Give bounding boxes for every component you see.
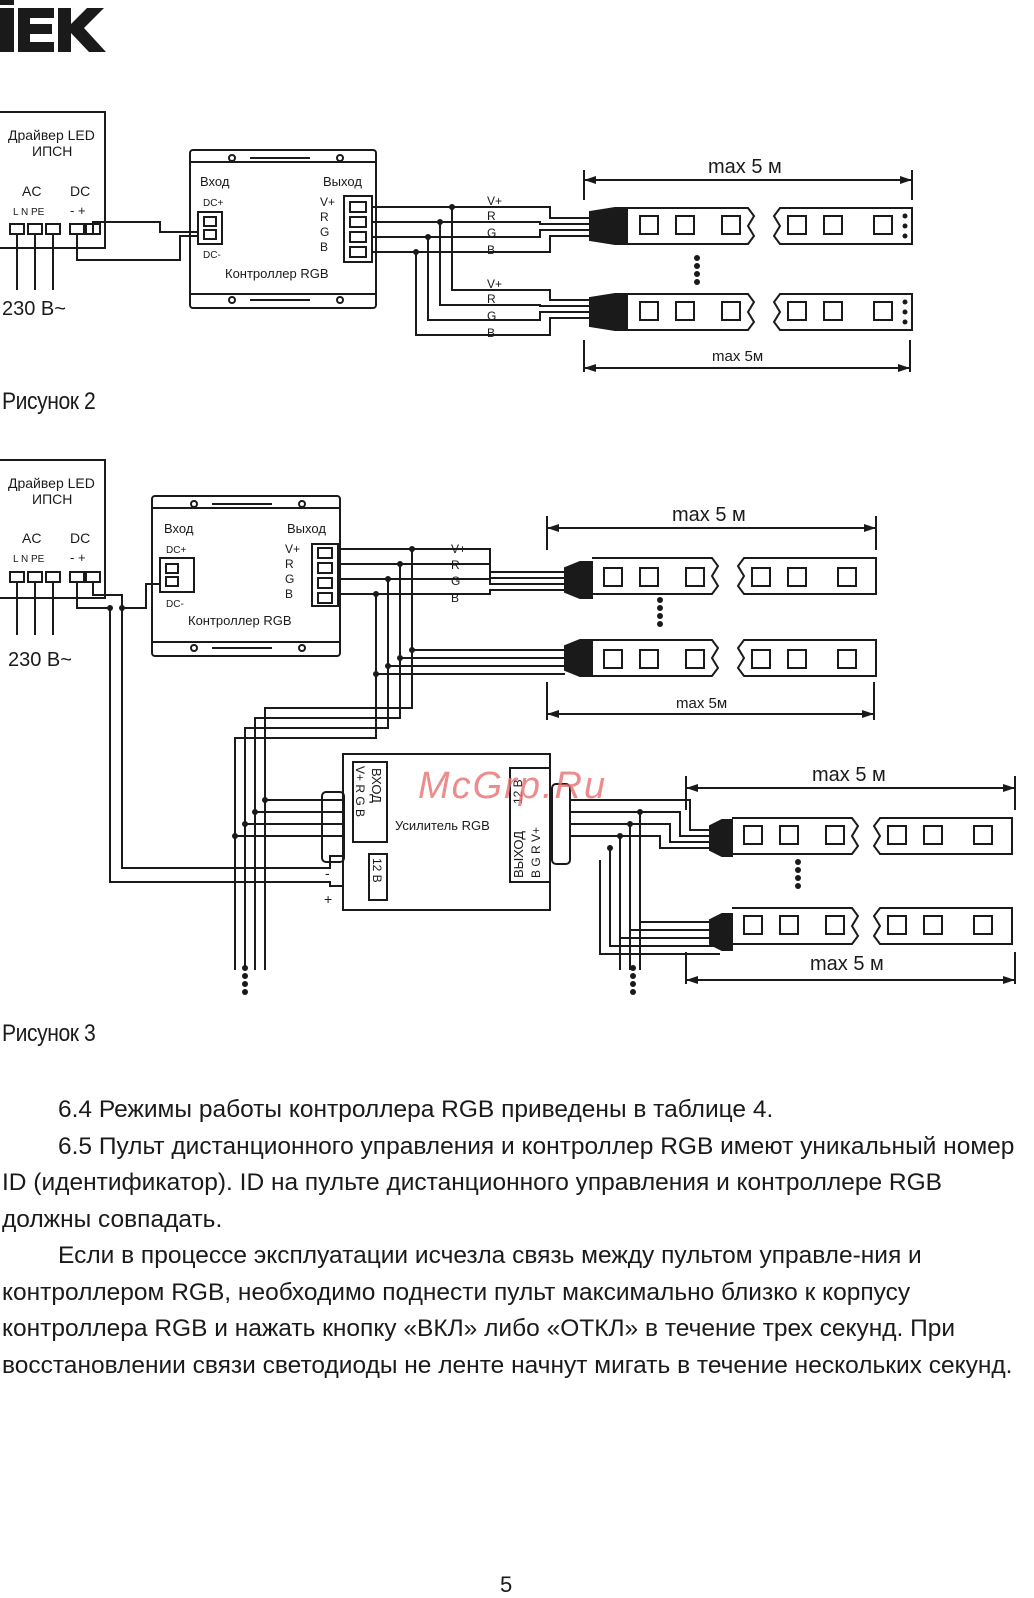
amplifier-output-pins: B G R V+ <box>529 827 543 878</box>
body-text: 6.4 Режимы работы контроллера RGB привед… <box>2 1092 1027 1384</box>
wire-r: R <box>487 209 496 223</box>
figure-2-wiring-diagram: Драйвер LED ИПСН AC DC L N PE - + 230 В~… <box>0 100 1034 380</box>
length-2: max 5м <box>676 695 727 712</box>
controller-input-label: Вход <box>164 521 194 536</box>
dc-plus: DC+ <box>166 545 186 556</box>
wire-vplus: V+ <box>487 194 502 208</box>
driver-subtitle: ИПСН <box>32 143 72 159</box>
amplifier-input-label: ВХОД <box>369 768 384 803</box>
pin-r: R <box>320 210 329 224</box>
wire-g: G <box>451 574 460 588</box>
dc-polarity: - + <box>70 550 86 565</box>
controller-input-label: Вход <box>200 174 230 189</box>
pin-g: G <box>320 225 329 239</box>
wire-b: B <box>451 591 459 605</box>
driver-subtitle: ИПСН <box>32 491 72 507</box>
pin-r: R <box>285 557 294 571</box>
controller-name: Контроллер RGB <box>188 613 292 628</box>
pin-vplus: V+ <box>320 195 335 209</box>
plus-sign: + <box>324 891 332 907</box>
paragraph-6-5: 6.5 Пульт дистанционного управления и ко… <box>2 1132 1015 1233</box>
page-number: 5 <box>500 1572 513 1597</box>
wire2-b: B <box>487 326 495 340</box>
dc-label: DC <box>70 183 90 199</box>
pin-g: G <box>285 572 294 586</box>
dc-label: DC <box>70 530 90 546</box>
figure-3-caption: Рисунок 3 <box>2 1020 96 1047</box>
amplifier-power-input: 12 В <box>370 858 384 883</box>
wire-r: R <box>451 558 460 572</box>
pin-b: B <box>320 240 328 254</box>
figure-2-caption: Рисунок 2 <box>2 388 96 415</box>
wire2-r: R <box>487 292 496 306</box>
wire2-vplus: V+ <box>487 277 502 291</box>
controller-output-label: Выход <box>287 521 326 536</box>
controller-name: Контроллер RGB <box>225 266 329 281</box>
watermark: McGrp.Ru <box>418 765 608 807</box>
amplifier-power-output: 12 В <box>511 779 525 804</box>
figure-3-wiring-diagram: Драйвер LED ИПСН AC DC L N PE - + 230 В~… <box>0 450 1034 1010</box>
pin-vplus: V+ <box>285 542 300 556</box>
dc-minus: DC- <box>166 599 184 610</box>
ac-label: AC <box>22 183 41 199</box>
length-bottom: max 5м <box>712 348 763 365</box>
paragraph-connection: Если в процессе эксплуатации исчезла свя… <box>2 1242 1013 1379</box>
amplifier-output-label: ВЫХОД <box>511 831 526 878</box>
mains-voltage: 230 В~ <box>2 298 66 320</box>
length-1: max 5 м <box>672 504 746 526</box>
wire2-g: G <box>487 309 496 323</box>
length-top: max 5 м <box>708 156 782 178</box>
dc-polarity: - + <box>70 203 86 218</box>
ac-label: AC <box>22 530 41 546</box>
length-4: max 5 м <box>810 953 884 975</box>
terminal-labels: L N PE <box>13 554 45 565</box>
dc-plus: DC+ <box>203 198 223 209</box>
wire-vplus: V+ <box>451 542 466 556</box>
wire-b: B <box>487 243 495 257</box>
iek-logo <box>0 0 106 52</box>
mains-voltage: 230 В~ <box>8 649 72 671</box>
driver-title: Драйвер LED <box>8 475 95 491</box>
controller-output-label: Выход <box>323 174 362 189</box>
length-3: max 5 м <box>812 764 886 786</box>
paragraph-6-4: 6.4 Режимы работы контроллера RGB привед… <box>58 1096 774 1123</box>
dc-minus: DC- <box>203 250 221 261</box>
amplifier-name: Усилитель RGB <box>395 818 490 833</box>
terminal-labels: L N PE <box>13 207 45 218</box>
minus-sign: - <box>325 865 330 881</box>
wire-g: G <box>487 226 496 240</box>
amplifier-input-pins: V+ R G B <box>353 766 367 817</box>
pin-b: B <box>285 587 293 601</box>
driver-title: Драйвер LED <box>8 127 95 143</box>
